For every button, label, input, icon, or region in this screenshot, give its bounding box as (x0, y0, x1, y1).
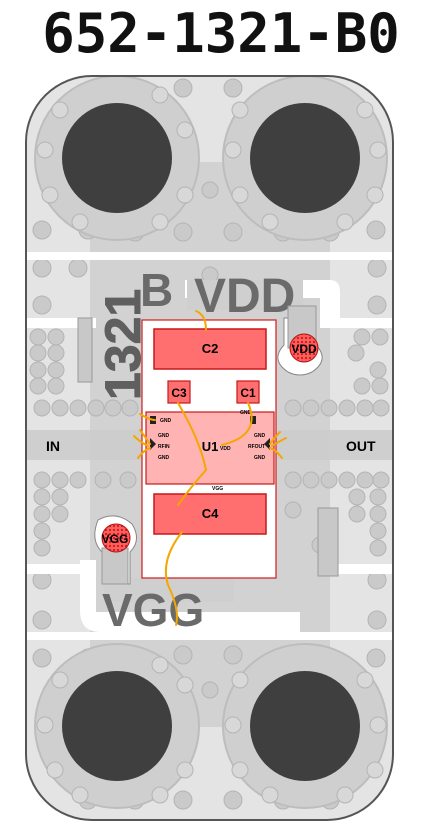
c3-label: C3 (171, 386, 187, 400)
part-number-title: 652-1321-B0 (42, 2, 400, 65)
board-outline (25, 75, 394, 821)
hole-ring-vias (36, 86, 387, 804)
c1-label: C1 (240, 386, 256, 400)
mounting-hole-top-right (222, 76, 388, 241)
c4-label: C4 (202, 506, 219, 521)
rfout-arrow (264, 438, 270, 450)
pin-label-gnd-r1: GND (254, 433, 266, 439)
bond-wires (133, 310, 301, 626)
mounting-hole-top-left (34, 76, 200, 241)
vdd-supply-pad[interactable]: VDD (277, 305, 323, 376)
pin-label-rfout: RFOUT (248, 444, 265, 450)
vgg-pad-label: VGG (102, 532, 129, 546)
u1-label: U1 (202, 439, 219, 454)
capacitor-c2[interactable]: C2 (153, 328, 267, 370)
port-in-label: IN (46, 438, 60, 454)
pin-label-gnd-l2: GND (158, 455, 170, 461)
vgg-supply-pad[interactable]: VGG (94, 515, 137, 585)
pin-label-rfin: RFIN (158, 444, 170, 450)
vdd-trace-pad (187, 280, 303, 310)
vdd-pad-label: VDD (291, 342, 317, 356)
revision-silkscreen: B (140, 264, 173, 316)
capacitor-c1[interactable]: C1 (236, 380, 260, 404)
board-body (26, 76, 393, 820)
pin-label-gnd-tr: GND (240, 410, 252, 416)
rfin-arrow (150, 438, 156, 450)
pin-label-vdd: VDD (220, 446, 231, 452)
pin-marker-tr (250, 416, 256, 424)
pin-label-gnd-l1: GND (158, 433, 170, 439)
mounting-hole-bottom-right (222, 643, 388, 809)
pin-label-gnd-tl: GND (160, 418, 172, 424)
port-out-label: OUT (346, 438, 376, 454)
pin-label-gnd-r2: GND (254, 455, 266, 461)
pin-label-vgg: VGG (212, 486, 223, 492)
c2-label: C2 (202, 341, 219, 356)
vdd-silkscreen: VDD (194, 270, 295, 323)
ic-u1[interactable]: U1 GND GND RFIN GND GND GND RFOUT GND VD… (145, 410, 275, 492)
capacitor-c3[interactable]: C3 (167, 380, 191, 404)
vgg-silkscreen: VGG (102, 584, 204, 636)
mounting-hole-bottom-left (34, 643, 200, 809)
left-bracket-pad (77, 317, 93, 383)
capacitor-c4[interactable]: C4 (153, 493, 267, 535)
right-bracket-pad (317, 507, 339, 577)
